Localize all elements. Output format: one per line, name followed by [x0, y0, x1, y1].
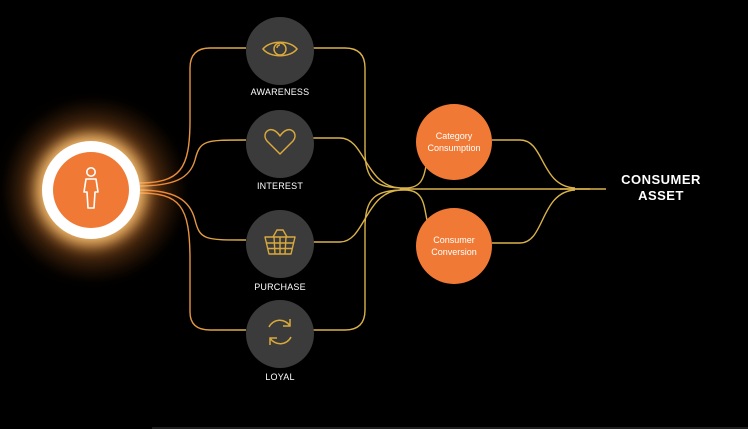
person-icon: [77, 166, 105, 215]
path-from-purchase: [312, 189, 401, 243]
eye-icon: [261, 37, 299, 66]
stage-purchase: [246, 210, 314, 278]
path-from-loyal: [312, 189, 406, 331]
asset-line-2: ASSET: [638, 188, 684, 203]
asset-line-1: CONSUMER: [621, 172, 701, 187]
stage-purchase-label: PURCHASE: [254, 282, 306, 292]
consumer-node: [53, 152, 129, 228]
heart-icon: [263, 127, 297, 162]
stage-loyal: [246, 300, 314, 368]
outcome-category-consumption: Category Consumption: [416, 104, 492, 180]
cycle-arrows-icon: [263, 315, 297, 354]
path-from-awareness: [312, 47, 406, 189]
stage-awareness: [246, 17, 314, 85]
consumer-asset-label: CONSUMER ASSET: [596, 172, 726, 204]
path-from-interest: [312, 137, 401, 189]
outcome-consumer-conversion: Consumer Conversion: [416, 208, 492, 284]
stage-awareness-label: AWARENESS: [250, 87, 310, 97]
path-category-out: [492, 139, 576, 189]
bottom-divider: [152, 427, 748, 429]
outcome-conversion-label: Consumer Conversion: [431, 235, 477, 257]
stage-interest-label: INTEREST: [256, 181, 304, 191]
basket-icon: [263, 227, 297, 262]
outcome-category-label: Category Consumption: [427, 131, 481, 153]
path-conversion-out: [492, 189, 576, 244]
stage-interest: [246, 110, 314, 178]
stage-loyal-label: LOYAL: [265, 372, 295, 382]
